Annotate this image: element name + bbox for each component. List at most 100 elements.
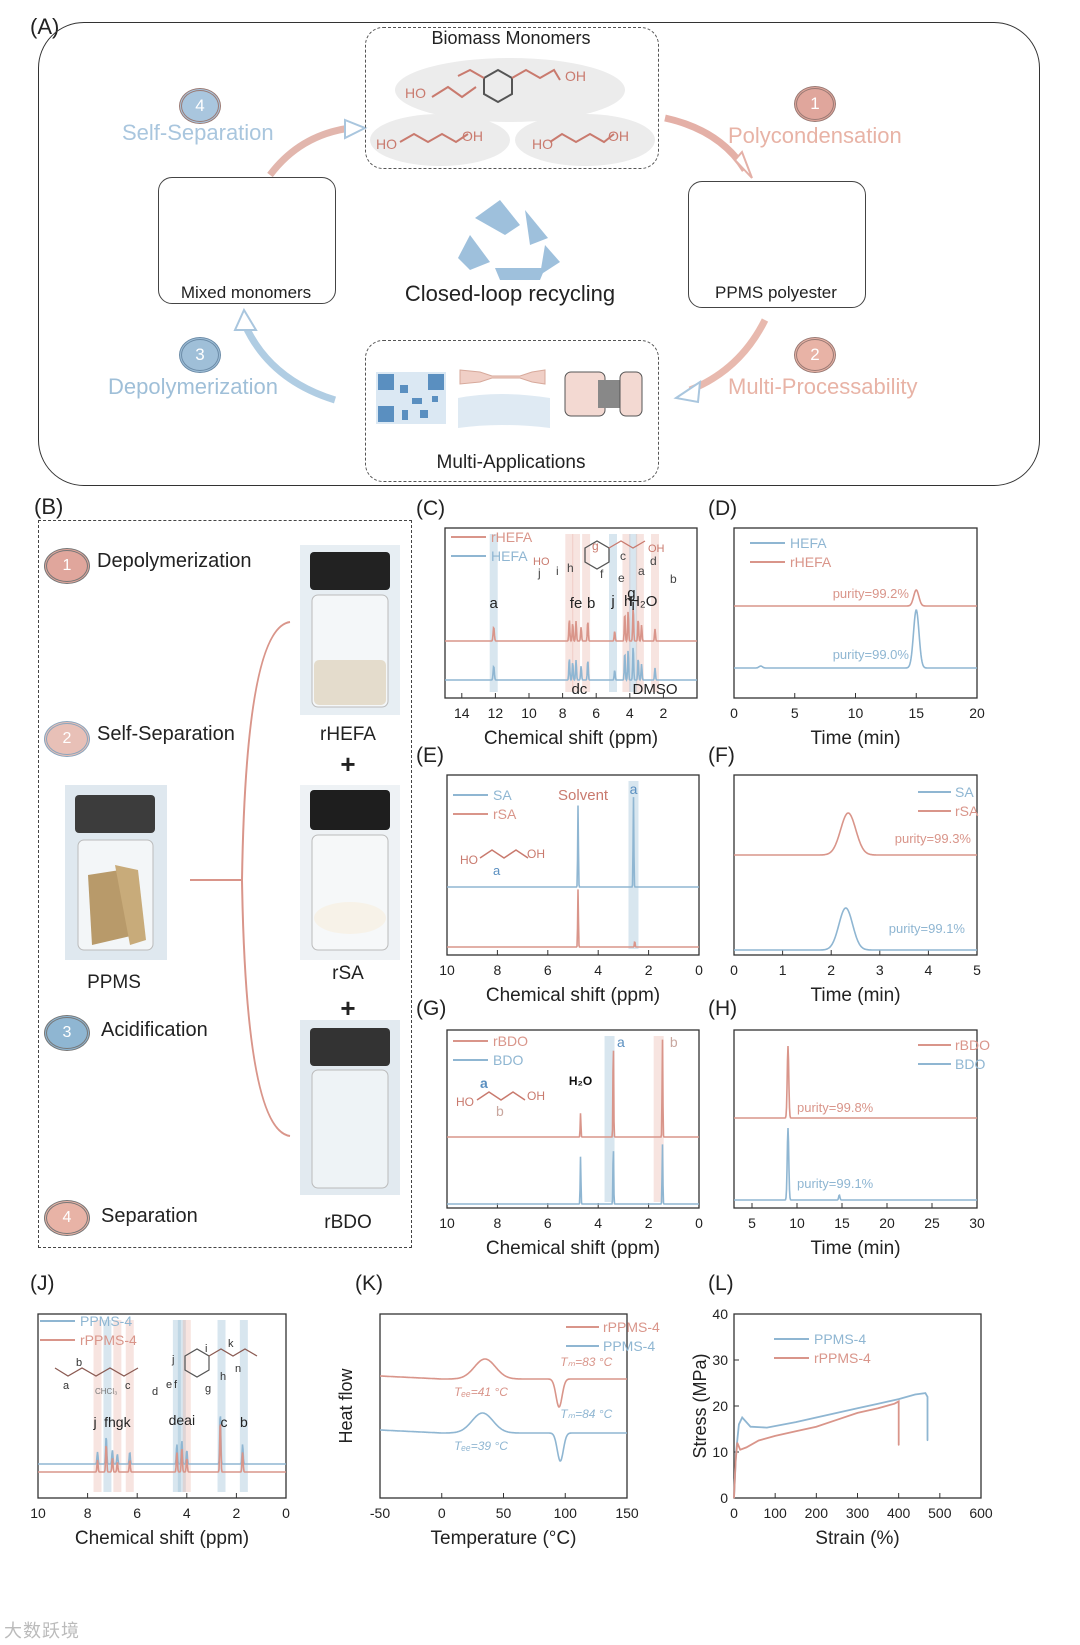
x-tick-label-J: 10 (30, 1505, 46, 1521)
legend-label-H: BDO (955, 1056, 985, 1072)
series-line-rbdo-gc (734, 1045, 977, 1119)
peak-label-E: a (630, 781, 638, 797)
purity-label-D: purity=99.0% (833, 647, 910, 662)
data-point-rPPMS-4 (893, 1403, 896, 1405)
panel-label-e: (E) (416, 744, 444, 767)
legend-label-L: rPPMS-4 (814, 1350, 871, 1366)
plot-frame-F (733, 774, 978, 956)
data-point-PPMS-4 (914, 1393, 916, 1396)
peak-label-C: dc (571, 681, 587, 698)
hefa-chain-C (608, 540, 646, 549)
multi-applications-title: Multi-Applications (436, 452, 586, 473)
series-line-ppms4 (38, 1416, 286, 1465)
series-line-ppms4-dsc (380, 1412, 627, 1462)
data-point-rPPMS-4 (774, 1435, 776, 1437)
plot-frame-D (733, 527, 978, 699)
biomass-monomers-box (365, 27, 659, 169)
panel-label-d: (D) (708, 497, 737, 520)
tm-label-K: Tₘ=84 °C (560, 1407, 612, 1421)
peak-label-J: c (221, 1414, 228, 1430)
x-tick-label-G: 6 (544, 1215, 552, 1231)
peak-band-J (217, 1320, 226, 1492)
x-tick-label-H: 10 (789, 1215, 805, 1231)
step-text-multi-processability: Multi-Processability (728, 374, 918, 399)
y-tick-label-L: 0 (720, 1490, 728, 1506)
molecule-atom-label-J: c (125, 1380, 131, 1392)
data-point-rPPMS-4 (815, 1426, 817, 1428)
molecule-atom-label-C: a (638, 564, 645, 578)
data-point-rPPMS-4 (898, 1400, 900, 1402)
molecule-atom-label-C: e (618, 571, 625, 585)
x-tick-label-H: 15 (834, 1215, 850, 1231)
peak-band-C (609, 534, 617, 692)
x-tick-label-H: 5 (748, 1215, 756, 1231)
peak-label-C: j (610, 593, 614, 610)
legend-label-C: rHEFA (491, 529, 533, 545)
b-step-separation: Separation (101, 1205, 198, 1227)
y-tick-label-L: 30 (712, 1352, 728, 1368)
x-tick-label-J: 4 (183, 1505, 191, 1521)
peak-label-J: j (92, 1414, 96, 1430)
panel-label-b: (B) (34, 494, 64, 519)
x-axis-title-F: Time (min) (810, 985, 900, 1006)
data-point-PPMS-4 (766, 1427, 768, 1429)
data-point-PPMS-4 (738, 1423, 740, 1425)
x-axis-title-G: Chemical shift (ppm) (486, 1238, 660, 1259)
legend-label-C: HEFA (491, 548, 528, 564)
panel-label-l: (L) (708, 1272, 734, 1295)
x-tick-label-J: 0 (282, 1505, 290, 1521)
step-badge-2: 2 (794, 337, 836, 373)
data-point-rPPMS-4 (877, 1407, 879, 1409)
plot-frame-K (379, 1313, 628, 1499)
x-tick-label-L: 200 (805, 1505, 829, 1521)
peak-band-J (182, 1320, 191, 1492)
x-tick-label-E: 4 (594, 962, 602, 978)
panel-a-frame (38, 22, 1040, 486)
peak-label-J: b (240, 1414, 248, 1430)
ppms-polyester-box (688, 181, 866, 308)
x-tick-label-E: 10 (439, 962, 455, 978)
series-line-hefa (445, 647, 697, 682)
rsa-vial-label: rSA (332, 963, 364, 984)
panel-b-vials (65, 545, 400, 1195)
molecule-atom-label-C: b (670, 572, 677, 586)
x-tick-label-F: 1 (779, 962, 787, 978)
peak-label-C: fe (570, 595, 583, 612)
bdo-oh: OH (462, 128, 483, 144)
legend-label-K: rPPMS-4 (603, 1319, 660, 1335)
peak-band-J (125, 1320, 134, 1492)
b-step-acidification: Acidification (101, 1019, 208, 1041)
peak-label-C: a (490, 595, 499, 612)
data-point-PPMS-4 (926, 1439, 929, 1442)
x-tick-label-C: 6 (592, 705, 600, 721)
data-point-rPPMS-4 (745, 1446, 747, 1448)
molecule-ho-C: HO (533, 556, 550, 568)
rhefa-vial-label: rHEFA (320, 724, 376, 745)
x-tick-label-D: 15 (908, 705, 924, 721)
x-tick-label-K: 50 (496, 1505, 512, 1521)
x-tick-label-E: 2 (645, 962, 653, 978)
x-tick-label-D: 20 (969, 705, 985, 721)
data-point-rPPMS-4 (795, 1430, 797, 1432)
peak-band-J (172, 1320, 181, 1492)
rbdo-vial-label: rBDO (324, 1212, 372, 1233)
y-tick-label-L: 20 (712, 1398, 728, 1414)
legend-label-D: HEFA (790, 535, 827, 551)
molecule-oh-G: OH (527, 1089, 545, 1103)
data-point-rPPMS-4 (758, 1439, 760, 1442)
x-tick-label-K: -50 (370, 1505, 390, 1521)
data-point-rPPMS-4 (856, 1412, 859, 1414)
series-line-PPMS-4 (733, 1392, 929, 1499)
bdo-molecule-G (476, 1091, 526, 1101)
panel-label-k: (K) (355, 1272, 383, 1295)
molecule-atom-label-J: h (220, 1371, 226, 1383)
legend-label-L: PPMS-4 (814, 1331, 866, 1347)
data-point-PPMS-4 (795, 1421, 797, 1423)
plot-frame-H (733, 1029, 978, 1209)
x-tick-label-H: 30 (969, 1215, 985, 1231)
step-badge-1: 1 (794, 86, 836, 122)
molecule-a-G: a (480, 1075, 488, 1091)
peak-label-J: deai (169, 1412, 195, 1428)
step-text-depolymerization: Depolymerization (108, 374, 278, 399)
step-badge-4: 4 (179, 88, 221, 124)
